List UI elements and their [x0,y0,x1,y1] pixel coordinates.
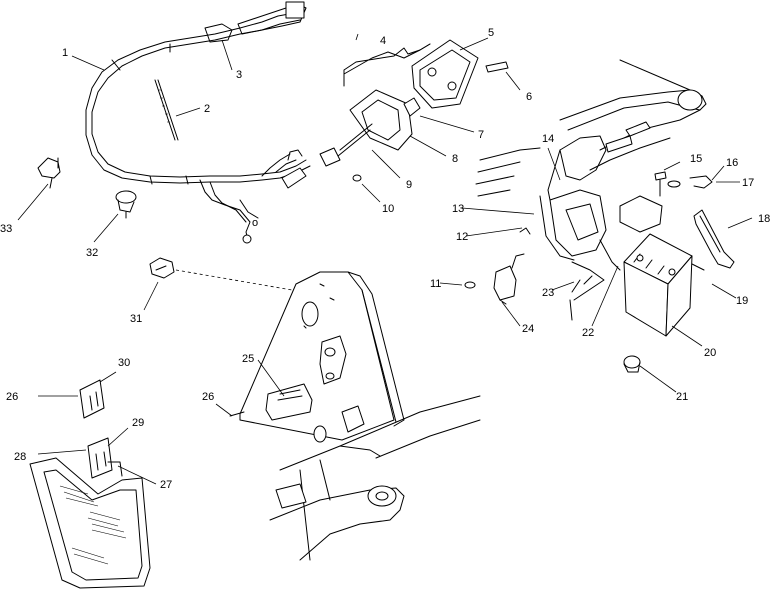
battery [623,233,705,337]
callout-32: 32 [86,247,98,259]
callout-15: 15 [690,153,702,165]
callout-14: 14 [542,133,554,145]
clip-31 [149,257,175,279]
mud-flap [29,457,151,589]
callout-25: 25 [242,353,254,365]
callout-18: 18 [758,213,770,225]
clip-17 [689,175,713,189]
callout-23: 23 [542,287,554,299]
callout-29: 29 [132,417,144,429]
callout-3-secondary: o [252,217,258,229]
callout-4-bracket [343,43,431,87]
bolt-15 [654,171,667,197]
clip-33 [37,157,61,189]
callout-9: 9 [406,179,412,191]
callout-4: 4 [380,35,386,47]
callout-33: 33 [0,223,12,235]
vent-tube-21 [623,355,641,373]
bracket-30 [79,379,105,419]
callout-22: 22 [582,327,594,339]
callout-12: 12 [456,231,468,243]
callout-30: 30 [118,357,130,369]
clip-32 [115,190,137,219]
taillight-assembly [319,39,509,182]
callout-28: 28 [14,451,26,463]
callout-26-bracket: 26 [6,391,18,403]
rear-crossmember [269,395,481,561]
callout-20: 20 [704,347,716,359]
strap-18 [693,209,735,269]
callout-labels: 1 2 3 4 5 6 7 8 9 10 11 12 13 14 15 16 1… [0,27,770,491]
callout-5: 5 [488,27,494,39]
callout-6: 6 [526,91,532,103]
callout-3: 3 [236,69,242,81]
callout-26-panel: 26 [202,391,214,403]
washer-16 [667,180,681,188]
leader-lines [17,33,753,485]
callout-13: 13 [452,203,464,215]
callout-16: 16 [726,157,738,169]
callout-27: 27 [160,479,172,491]
rear-panel [229,271,405,443]
callout-11: 11 [430,278,441,290]
callout-7: 7 [478,129,484,141]
callout-2: 2 [204,103,210,115]
callout-19: 19 [736,295,748,307]
bracket-29 [87,437,123,479]
wiring-harness [85,1,311,244]
callout-17: 17 [742,177,754,189]
callout-21: 21 [676,391,688,403]
callout-8: 8 [452,153,458,165]
callout-24: 24 [522,323,534,335]
callout-1: 1 [62,47,68,59]
bracket-small-parts [464,227,593,305]
frame-tube [475,59,707,321]
cable-tie [154,79,179,141]
callout-10: 10 [382,203,394,215]
callout-31: 31 [130,313,142,325]
